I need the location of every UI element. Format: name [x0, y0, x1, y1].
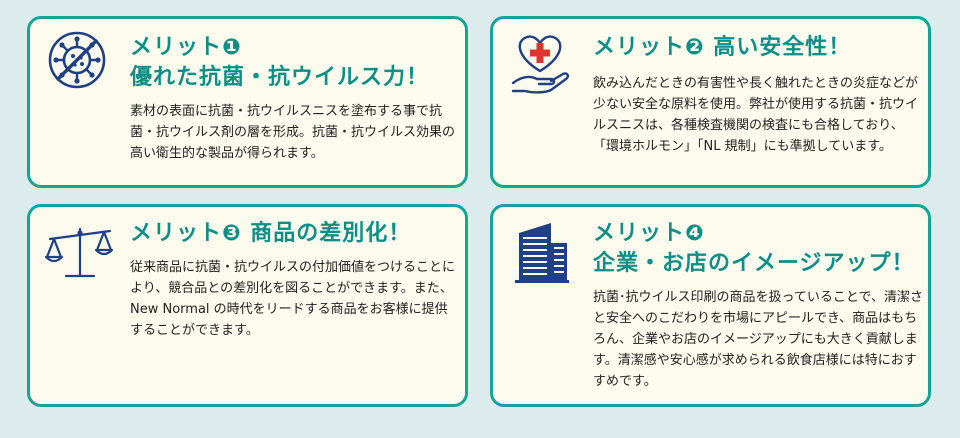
- card-title-line2: 企業・お店のイメージアップ！: [593, 251, 915, 276]
- card-title: メリット❹ 企業・お店のイメージアップ！: [593, 219, 915, 279]
- merit-card-3: メリット❸ 商品の差別化！ 従来商品に抗菌・抗ウイルスの付加価値をつけることによ…: [27, 204, 468, 407]
- heart-hand-icon: [507, 27, 573, 97]
- office-building-icon: [513, 219, 571, 285]
- merit-card-1: メリット❶ 優れた抗菌・抗ウイルス力！ 素材の表面に抗菌・抗ウイルスニスを塗布す…: [27, 16, 468, 188]
- card-title-line1: メリット❶: [130, 35, 242, 60]
- card-body: 飲み込んだときの有害性や長く触れたときの炎症などが少ない安全な原料を使用。弊社が…: [593, 76, 919, 154]
- card-title: メリット❸ 商品の差別化！: [130, 219, 411, 249]
- merit-card-2: メリット❷ 高い安全性！ 飲み込んだときの有害性や長く触れたときの炎症などが少な…: [490, 16, 931, 188]
- card-body: 従来商品に抗菌・抗ウイルスの付加価値をつけることにより、競合品との差別化を図るこ…: [130, 260, 456, 338]
- card-body: 素材の表面に抗菌・抗ウイルスニスを塗布する事で抗菌・抗ウイルス剤の層を形成。抗菌…: [130, 104, 456, 161]
- card-title-line1: メリット❸ 商品の差別化！: [130, 221, 412, 246]
- balance-scale-icon: [44, 225, 116, 281]
- card-title-line1: メリット❷ 高い安全性！: [593, 35, 852, 60]
- card-title-line1: メリット❹: [593, 221, 705, 246]
- card-title: メリット❷ 高い安全性！: [593, 33, 851, 63]
- merit-card-4: メリット❹ 企業・お店のイメージアップ！ 抗菌･抗ウイルス印刷の商品を扱っている…: [490, 204, 931, 407]
- card-title-line2: 優れた抗菌・抗ウイルス力！: [130, 65, 430, 90]
- virus-prohibited-icon: [46, 29, 108, 91]
- card-title: メリット❶ 優れた抗菌・抗ウイルス力！: [130, 33, 429, 93]
- card-body: 抗菌･抗ウイルス印刷の商品を扱っていることで、清潔さと安全へのこだわりを市場にア…: [593, 290, 923, 389]
